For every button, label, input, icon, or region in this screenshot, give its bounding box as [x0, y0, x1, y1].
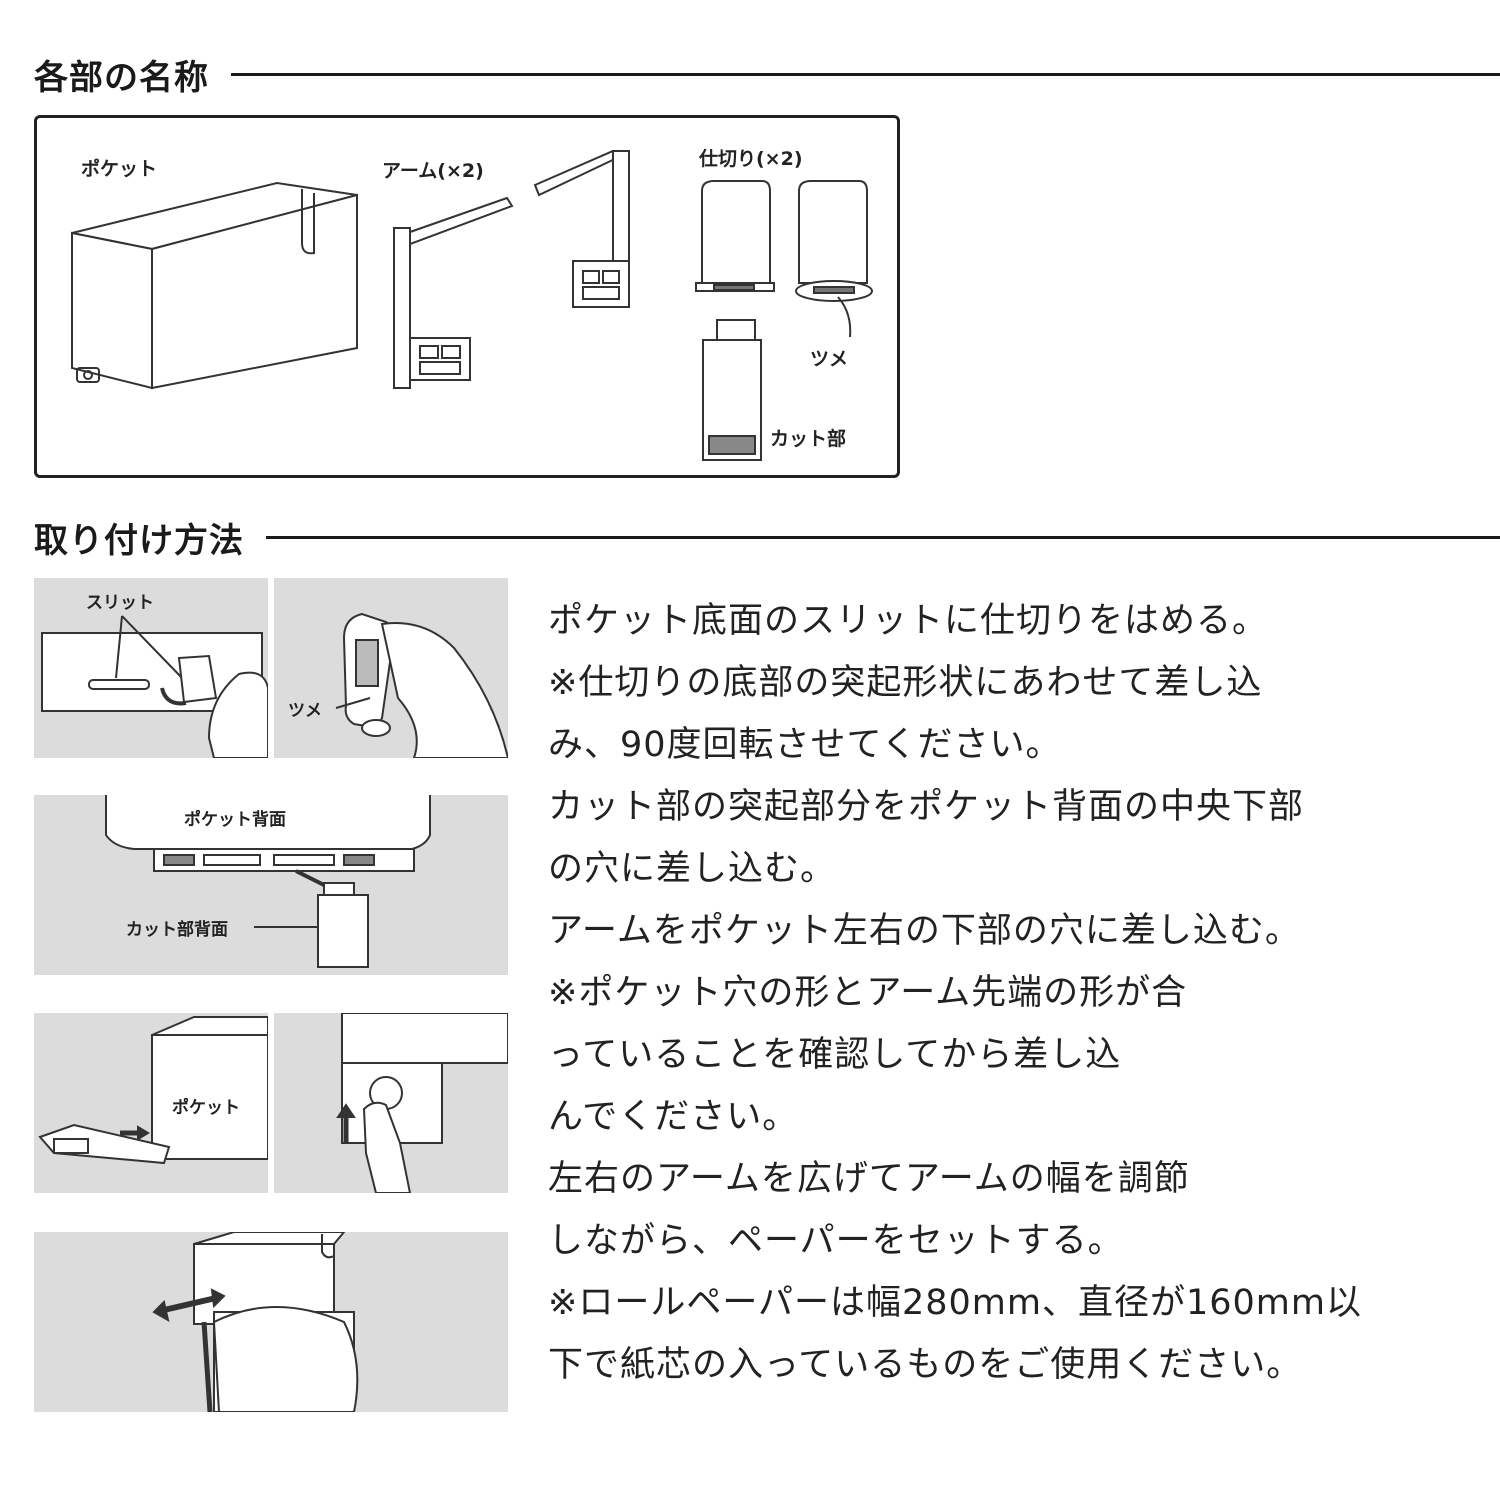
- step-line: み、90度回転させてください。: [548, 725, 1062, 765]
- arm-illustration-left: [393, 196, 514, 389]
- paper-roll-illustration: [152, 1232, 359, 1412]
- step-line: 左右のアームを広げてアームの幅を調節: [548, 1159, 1190, 1199]
- step-line: ※ロールペーパーは幅280mm、直径が160mm以: [548, 1283, 1362, 1323]
- step-line: っていることを確認してから差し込: [548, 1035, 1122, 1075]
- tab-hand-illustration: [335, 612, 508, 758]
- step-line: 下で紙芯の入っているものをご使用ください。: [548, 1345, 1303, 1385]
- step-line: ※ポケット穴の形とアーム先端の形が合: [548, 973, 1188, 1013]
- pocket-panel-label: ポケット: [172, 1098, 240, 1118]
- arm-detail-illustration: [336, 1013, 508, 1193]
- step-line: ※仕切りの底部の突起形状にあわせて差し込: [548, 663, 1263, 703]
- installation-steps-text: ポケット底面のスリットに仕切りをはめる。 ※仕切りの底部の突起形状にあわせて差し…: [548, 590, 1488, 1396]
- step2-panel: ポケット背面 カット部背面: [34, 795, 508, 975]
- step1-slit-panel: スリット: [34, 578, 268, 758]
- cut-part-illustration: [702, 319, 762, 461]
- step-line: の穴に差し込む。: [548, 849, 837, 889]
- heading-rule: [266, 536, 1500, 539]
- step-line: アームをポケット左右の下部の穴に差し込む。: [548, 911, 1301, 951]
- parts-section-heading: 各部の名称: [34, 50, 1500, 99]
- cut-part-label: カット部: [770, 428, 847, 450]
- step-line: カット部の突起部分をポケット背面の中央下部: [548, 787, 1305, 827]
- arm-insert-illustration: [38, 1016, 268, 1165]
- cut-back-label: カット部背面: [126, 920, 228, 940]
- divider-label: 仕切り(×2): [699, 148, 803, 170]
- divider-illustration-1: [695, 180, 775, 292]
- pocket-illustration: [71, 181, 358, 390]
- arm-illustration-right: [533, 149, 630, 308]
- step-line: ポケット底面のスリットに仕切りをはめる。: [548, 601, 1269, 641]
- parts-section-title: 各部の名称: [34, 58, 209, 98]
- step1-tab-panel: ツメ: [274, 578, 508, 758]
- arm-label: アーム(×2): [382, 160, 484, 182]
- pocket-label: ポケット: [81, 158, 158, 180]
- install-section-title: 取り付け方法: [34, 521, 244, 561]
- tab-panel-label: ツメ: [288, 701, 322, 721]
- step-line: しながら、ペーパーをセットする。: [548, 1221, 1124, 1261]
- step3-pocket-panel: ポケット: [34, 1013, 268, 1193]
- slit-illustration: [41, 615, 268, 758]
- slit-label: スリット: [86, 593, 154, 613]
- heading-rule: [231, 73, 1500, 76]
- tab-label: ツメ: [810, 348, 849, 370]
- step4-panel: [34, 1232, 508, 1412]
- cut-back-illustration: [105, 795, 431, 968]
- pocket-back-label: ポケット背面: [184, 810, 286, 830]
- tab-pointer-line: [837, 296, 852, 338]
- install-section-heading: 取り付け方法: [34, 513, 1500, 562]
- parts-diagram-box: ポケット アーム(×2) 仕切り(×2) ツメ カット部: [34, 115, 900, 478]
- divider-illustration-2: [795, 180, 873, 302]
- step3-detail-panel: [274, 1013, 508, 1193]
- step-line: んでください。: [548, 1097, 799, 1137]
